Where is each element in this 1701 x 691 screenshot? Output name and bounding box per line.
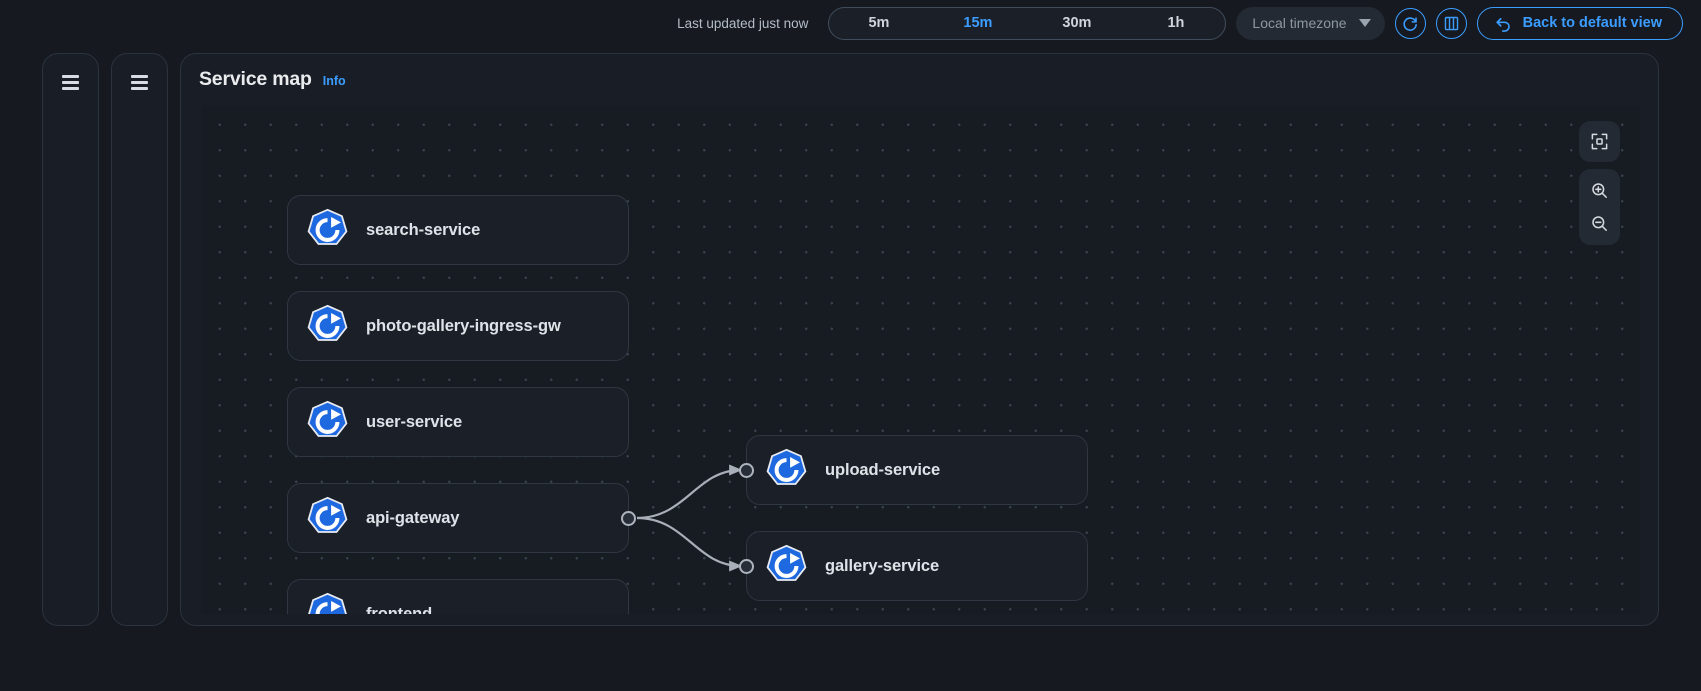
time-range-5m[interactable]: 5m bbox=[829, 8, 928, 39]
service-node-label: gallery-service bbox=[825, 556, 940, 575]
top-toolbar: Last updated just now 5m 15m 30m 1h Loca… bbox=[0, 0, 1701, 46]
source-handle-api-gateway[interactable] bbox=[621, 511, 636, 526]
time-range-15m[interactable]: 15m bbox=[928, 8, 1027, 39]
time-range-selector[interactable]: 5m 15m 30m 1h bbox=[828, 6, 1227, 40]
fit-view-button[interactable] bbox=[1579, 124, 1620, 160]
edge-api-gateway-to-upload-service bbox=[636, 464, 743, 520]
fit-view-icon bbox=[1591, 133, 1608, 150]
columns-icon bbox=[1444, 16, 1458, 30]
eks-service-icon bbox=[307, 400, 348, 437]
left-panel-one[interactable] bbox=[42, 53, 99, 626]
service-node-label: user-service bbox=[366, 412, 463, 431]
hamburger-icon[interactable] bbox=[62, 75, 79, 625]
service-node-label: upload-service bbox=[825, 460, 941, 479]
service-node-api-gateway[interactable]: api-gateway bbox=[287, 483, 636, 553]
eks-service-icon bbox=[307, 304, 348, 341]
target-handle-upload-service[interactable] bbox=[739, 463, 754, 478]
eks-service-icon bbox=[766, 448, 807, 485]
edge-api-gateway-to-gallery-service bbox=[636, 516, 743, 572]
time-range-30m[interactable]: 30m bbox=[1027, 8, 1126, 39]
time-range-1h[interactable]: 1h bbox=[1126, 8, 1225, 39]
service-node-user-service[interactable]: user-service bbox=[287, 387, 629, 457]
timezone-label: Local timezone bbox=[1252, 15, 1347, 31]
service-node-frontend[interactable]: frontend bbox=[287, 579, 629, 614]
service-node-gallery-service[interactable]: gallery-service bbox=[739, 531, 1088, 601]
refresh-button[interactable] bbox=[1394, 7, 1426, 39]
fit-view-control[interactable] bbox=[1579, 121, 1620, 162]
info-link[interactable]: Info bbox=[322, 74, 346, 88]
page-title: Service map bbox=[199, 68, 312, 90]
eks-service-icon bbox=[307, 208, 348, 245]
zoom-out-button[interactable] bbox=[1579, 207, 1620, 240]
hamburger-icon[interactable] bbox=[131, 75, 148, 625]
zoom-controls[interactable] bbox=[1579, 169, 1620, 245]
service-node-label: frontend bbox=[366, 604, 433, 615]
eks-service-icon bbox=[307, 592, 348, 614]
chevron-down-icon bbox=[1358, 19, 1371, 27]
zoom-in-icon bbox=[1592, 183, 1607, 198]
left-panel-two[interactable] bbox=[111, 53, 168, 626]
service-node-upload-service[interactable]: upload-service bbox=[739, 435, 1088, 505]
service-node-label: photo-gallery-ingress-gw bbox=[366, 316, 561, 335]
service-map-canvas[interactable]: search-service photo-gallery-ingress-gw … bbox=[201, 105, 1640, 614]
zoom-in-button[interactable] bbox=[1579, 174, 1620, 207]
service-node-label: search-service bbox=[366, 220, 481, 239]
card-header: Service map Info bbox=[181, 54, 1658, 105]
last-updated-text: Last updated just now bbox=[677, 15, 809, 31]
timezone-dropdown[interactable]: Local timezone bbox=[1236, 6, 1385, 40]
service-node-photo-gallery-ingress-gw[interactable]: photo-gallery-ingress-gw bbox=[287, 291, 629, 361]
settings-columns-button[interactable] bbox=[1435, 7, 1467, 39]
target-handle-gallery-service[interactable] bbox=[739, 559, 754, 574]
eks-service-icon bbox=[307, 496, 348, 533]
back-to-default-view-button[interactable]: Back to default view bbox=[1476, 6, 1683, 40]
refresh-icon bbox=[1403, 17, 1418, 31]
undo-arrow-icon bbox=[1495, 17, 1510, 32]
service-node-search-service[interactable]: search-service bbox=[287, 195, 629, 265]
back-button-label: Back to default view bbox=[1522, 15, 1662, 31]
service-node-label: api-gateway bbox=[366, 508, 460, 527]
zoom-out-icon bbox=[1592, 216, 1607, 231]
eks-service-icon bbox=[766, 544, 807, 581]
service-map-card: Service map Info search-service bbox=[180, 53, 1659, 626]
